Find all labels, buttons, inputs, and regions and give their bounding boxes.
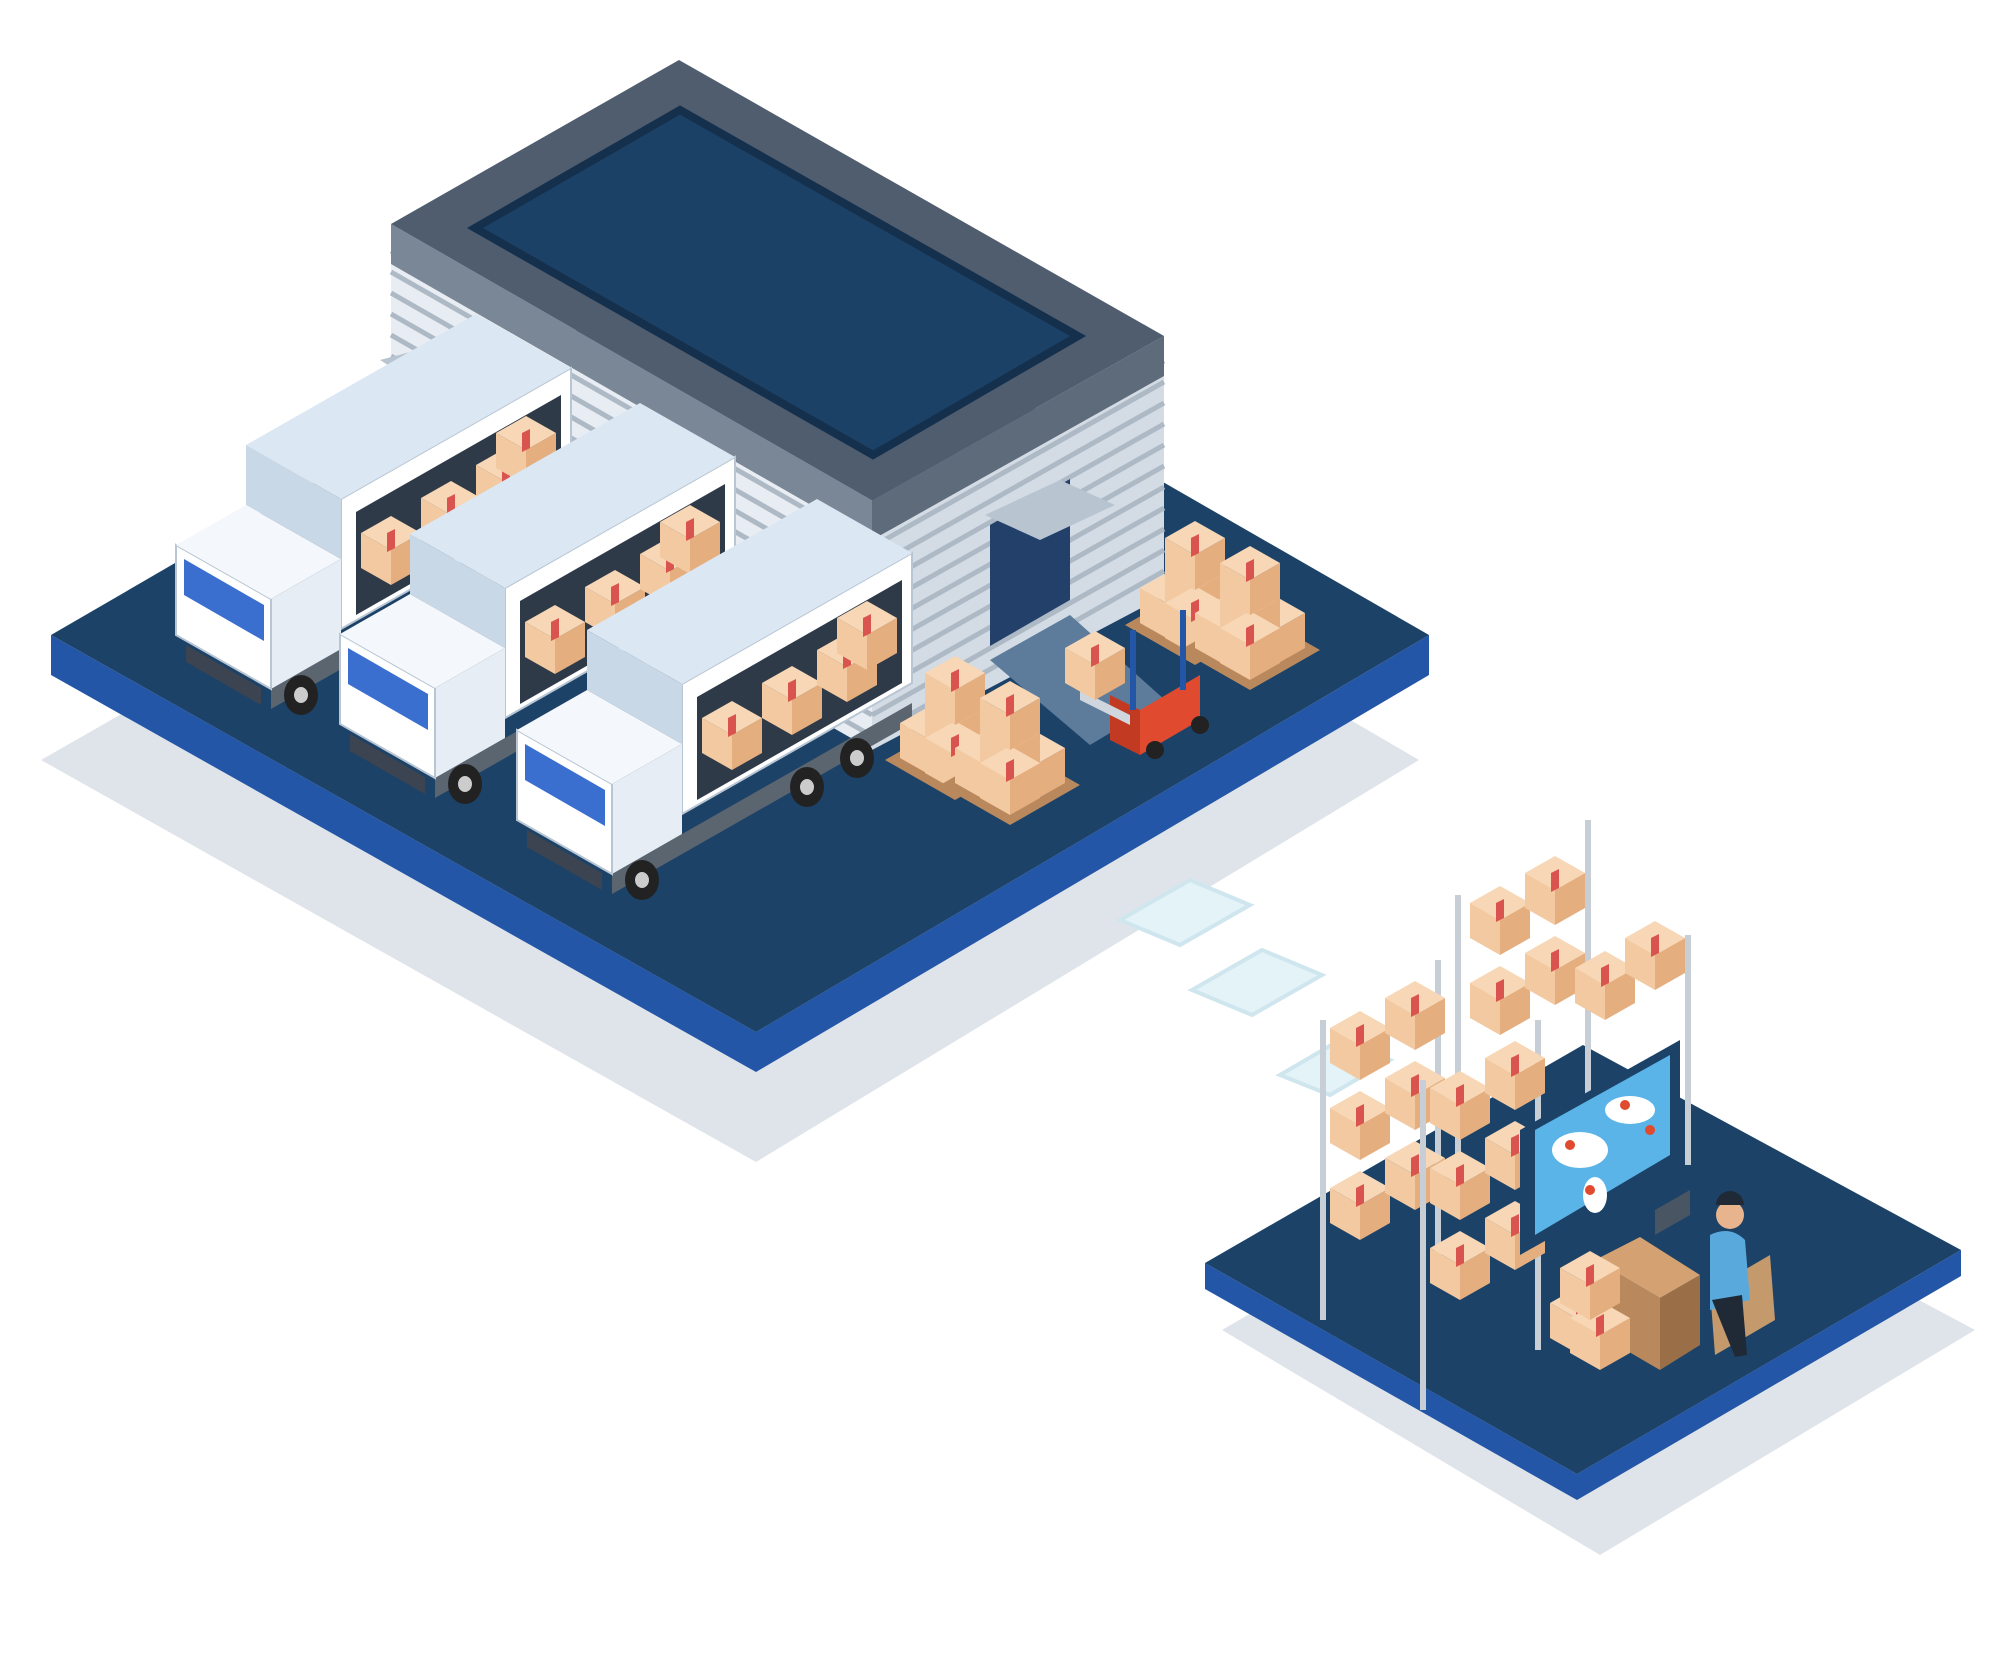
connector-tile xyxy=(1115,877,1255,948)
connector-tile xyxy=(1187,947,1327,1018)
forklift xyxy=(1065,610,1209,759)
map-continent xyxy=(1605,1096,1655,1124)
roof xyxy=(391,60,1164,540)
wall-stripe xyxy=(870,400,1166,571)
laptop xyxy=(1655,1190,1690,1235)
wall-stripe xyxy=(870,379,1166,550)
world-map-display xyxy=(1520,1040,1680,1255)
office-worker xyxy=(1710,1191,1775,1357)
roof-inner xyxy=(466,105,1087,460)
location-pin-icon xyxy=(1585,1185,1595,1195)
door-awning xyxy=(985,480,1115,540)
shelf-unit xyxy=(1575,921,1691,1165)
wall-stripe xyxy=(870,547,1166,718)
location-pin-icon xyxy=(1565,1140,1575,1150)
location-pin-icon xyxy=(1645,1125,1655,1135)
location-pin-icon xyxy=(1620,1100,1630,1110)
map-continent xyxy=(1583,1177,1607,1213)
map-continent xyxy=(1552,1132,1608,1168)
